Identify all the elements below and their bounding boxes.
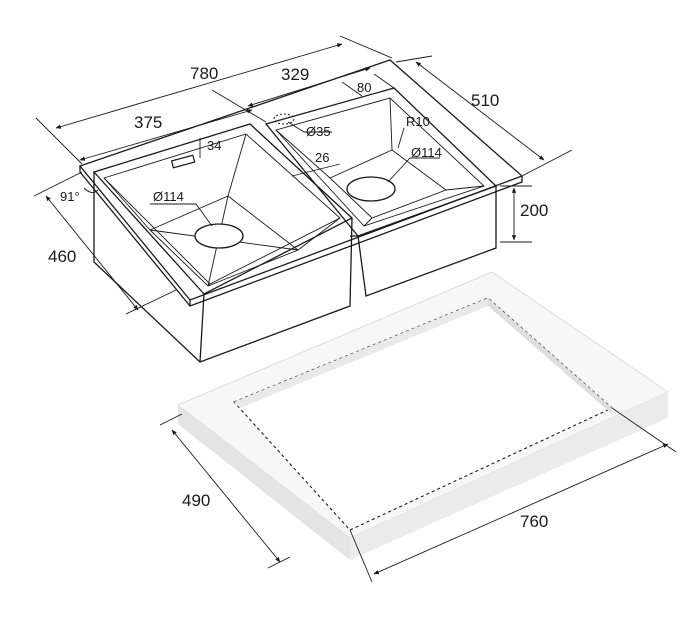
label-depth-bowl: 460 — [48, 247, 76, 266]
label-angle: 91° — [60, 189, 80, 204]
label-cutout-width: 760 — [520, 512, 548, 531]
label-cutout-depth: 490 — [182, 491, 210, 510]
label-radius: R10 — [406, 114, 430, 129]
drain-left — [194, 223, 244, 249]
drain-right — [346, 176, 396, 202]
dim-depth-bowl — [33, 171, 177, 315]
dim-right-offset — [247, 67, 371, 107]
label-overflow-offset: 34 — [207, 138, 221, 153]
label-depth-total: 510 — [471, 91, 499, 110]
dim-left-bowl — [79, 89, 267, 161]
dim-cutout-depth — [159, 413, 291, 569]
overflow-slot — [170, 154, 196, 169]
dim-depth-total — [395, 55, 573, 177]
label-corner: 80 — [357, 80, 371, 95]
label-left-bowl: 375 — [134, 113, 162, 132]
label-right-offset: 329 — [281, 65, 309, 84]
dim-cutout-width — [349, 407, 677, 583]
label-gap: 26 — [315, 150, 329, 165]
label-drain-right: Ø114 — [411, 145, 442, 160]
dim-corner — [341, 73, 395, 97]
label-drain-left: Ø114 — [153, 189, 184, 204]
dim-height — [500, 185, 532, 243]
countertop — [177, 271, 670, 560]
label-height: 200 — [520, 201, 548, 220]
label-overflow-hole: Ø35 — [306, 124, 331, 139]
label-total-width: 780 — [190, 64, 218, 83]
